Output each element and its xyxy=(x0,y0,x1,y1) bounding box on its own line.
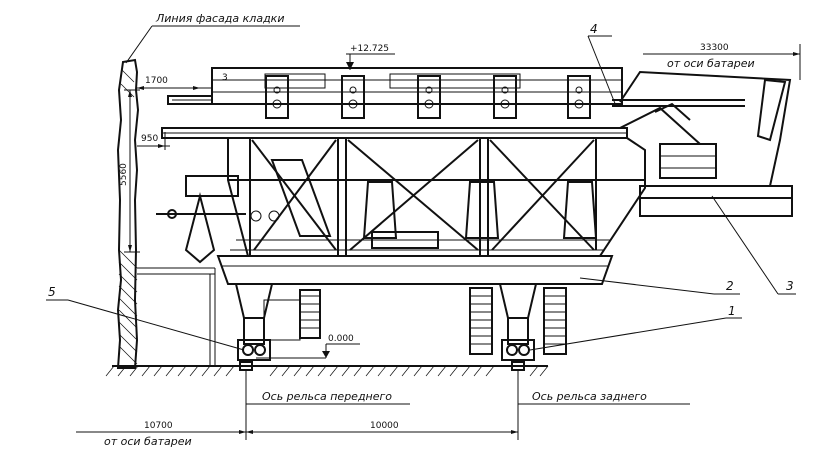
callout-4-label: 4 xyxy=(590,22,598,36)
height-value: 5560 xyxy=(119,163,129,186)
main-body xyxy=(156,127,646,264)
ground xyxy=(105,361,549,377)
callout-2: 2 xyxy=(579,277,740,295)
rear-leg xyxy=(498,283,538,361)
bottom-girder xyxy=(216,255,614,285)
top-elevation-value: +12.725 xyxy=(350,44,389,54)
top-elevation-marker: +12.725 xyxy=(346,44,395,70)
callout-2-label: 2 xyxy=(726,279,734,293)
mid-offset-dimension: 950 xyxy=(137,132,170,150)
front-rail-label: Ось рельса переднего xyxy=(262,390,392,403)
right-distance-value: 33300 xyxy=(700,43,729,53)
top-offset-value: 1700 xyxy=(145,76,168,86)
right-distance-note: от оси батареи xyxy=(667,57,755,70)
zero-elevation-value: 0.000 xyxy=(328,334,354,344)
rail-span-dimension: 10000 xyxy=(246,421,518,434)
callout-1: 1 xyxy=(529,304,742,351)
front-rail-axis: Ось рельса переднего xyxy=(245,370,410,440)
callout-1-label: 1 xyxy=(728,304,736,318)
left-distance-note: от оси батареи xyxy=(104,435,192,448)
mid-offset-value: 950 xyxy=(141,134,158,144)
facade-line-callout: Линия фасада кладки xyxy=(125,12,300,64)
facade-line-label: Линия фасада кладки xyxy=(155,12,284,25)
drive-unit xyxy=(493,75,517,119)
callout-3: 3 xyxy=(711,195,796,295)
rear-rail-label: Ось рельса заднего xyxy=(532,390,647,403)
zero-elevation-marker: 0.000 xyxy=(256,334,360,359)
small-mark-3: 3 xyxy=(222,73,228,83)
upper-drive-units xyxy=(265,75,591,119)
callout-5-label: 5 xyxy=(48,285,56,299)
stairs xyxy=(263,287,567,355)
top-offset-dimension: 1700 xyxy=(137,76,212,90)
front-leg xyxy=(234,283,274,361)
drive-unit xyxy=(567,75,591,119)
left-distance-dimension: 10700 от оси батареи xyxy=(76,421,246,448)
drive-unit xyxy=(265,75,289,119)
drive-unit xyxy=(341,75,365,119)
right-cabin xyxy=(619,102,793,217)
masonry-wall xyxy=(116,58,216,369)
callout-4: 4 xyxy=(587,22,617,107)
rail-span-value: 10000 xyxy=(370,421,399,431)
height-dimension: 5560 xyxy=(119,89,140,253)
callout-3-label: 3 xyxy=(786,279,794,293)
callout-5: 5 xyxy=(46,285,245,351)
left-distance-value: 10700 xyxy=(144,421,173,431)
rear-rail-axis: Ось рельса заднего xyxy=(517,370,690,440)
drive-unit xyxy=(417,75,441,119)
right-distance-dimension: 33300 от оси батареи xyxy=(643,43,801,80)
